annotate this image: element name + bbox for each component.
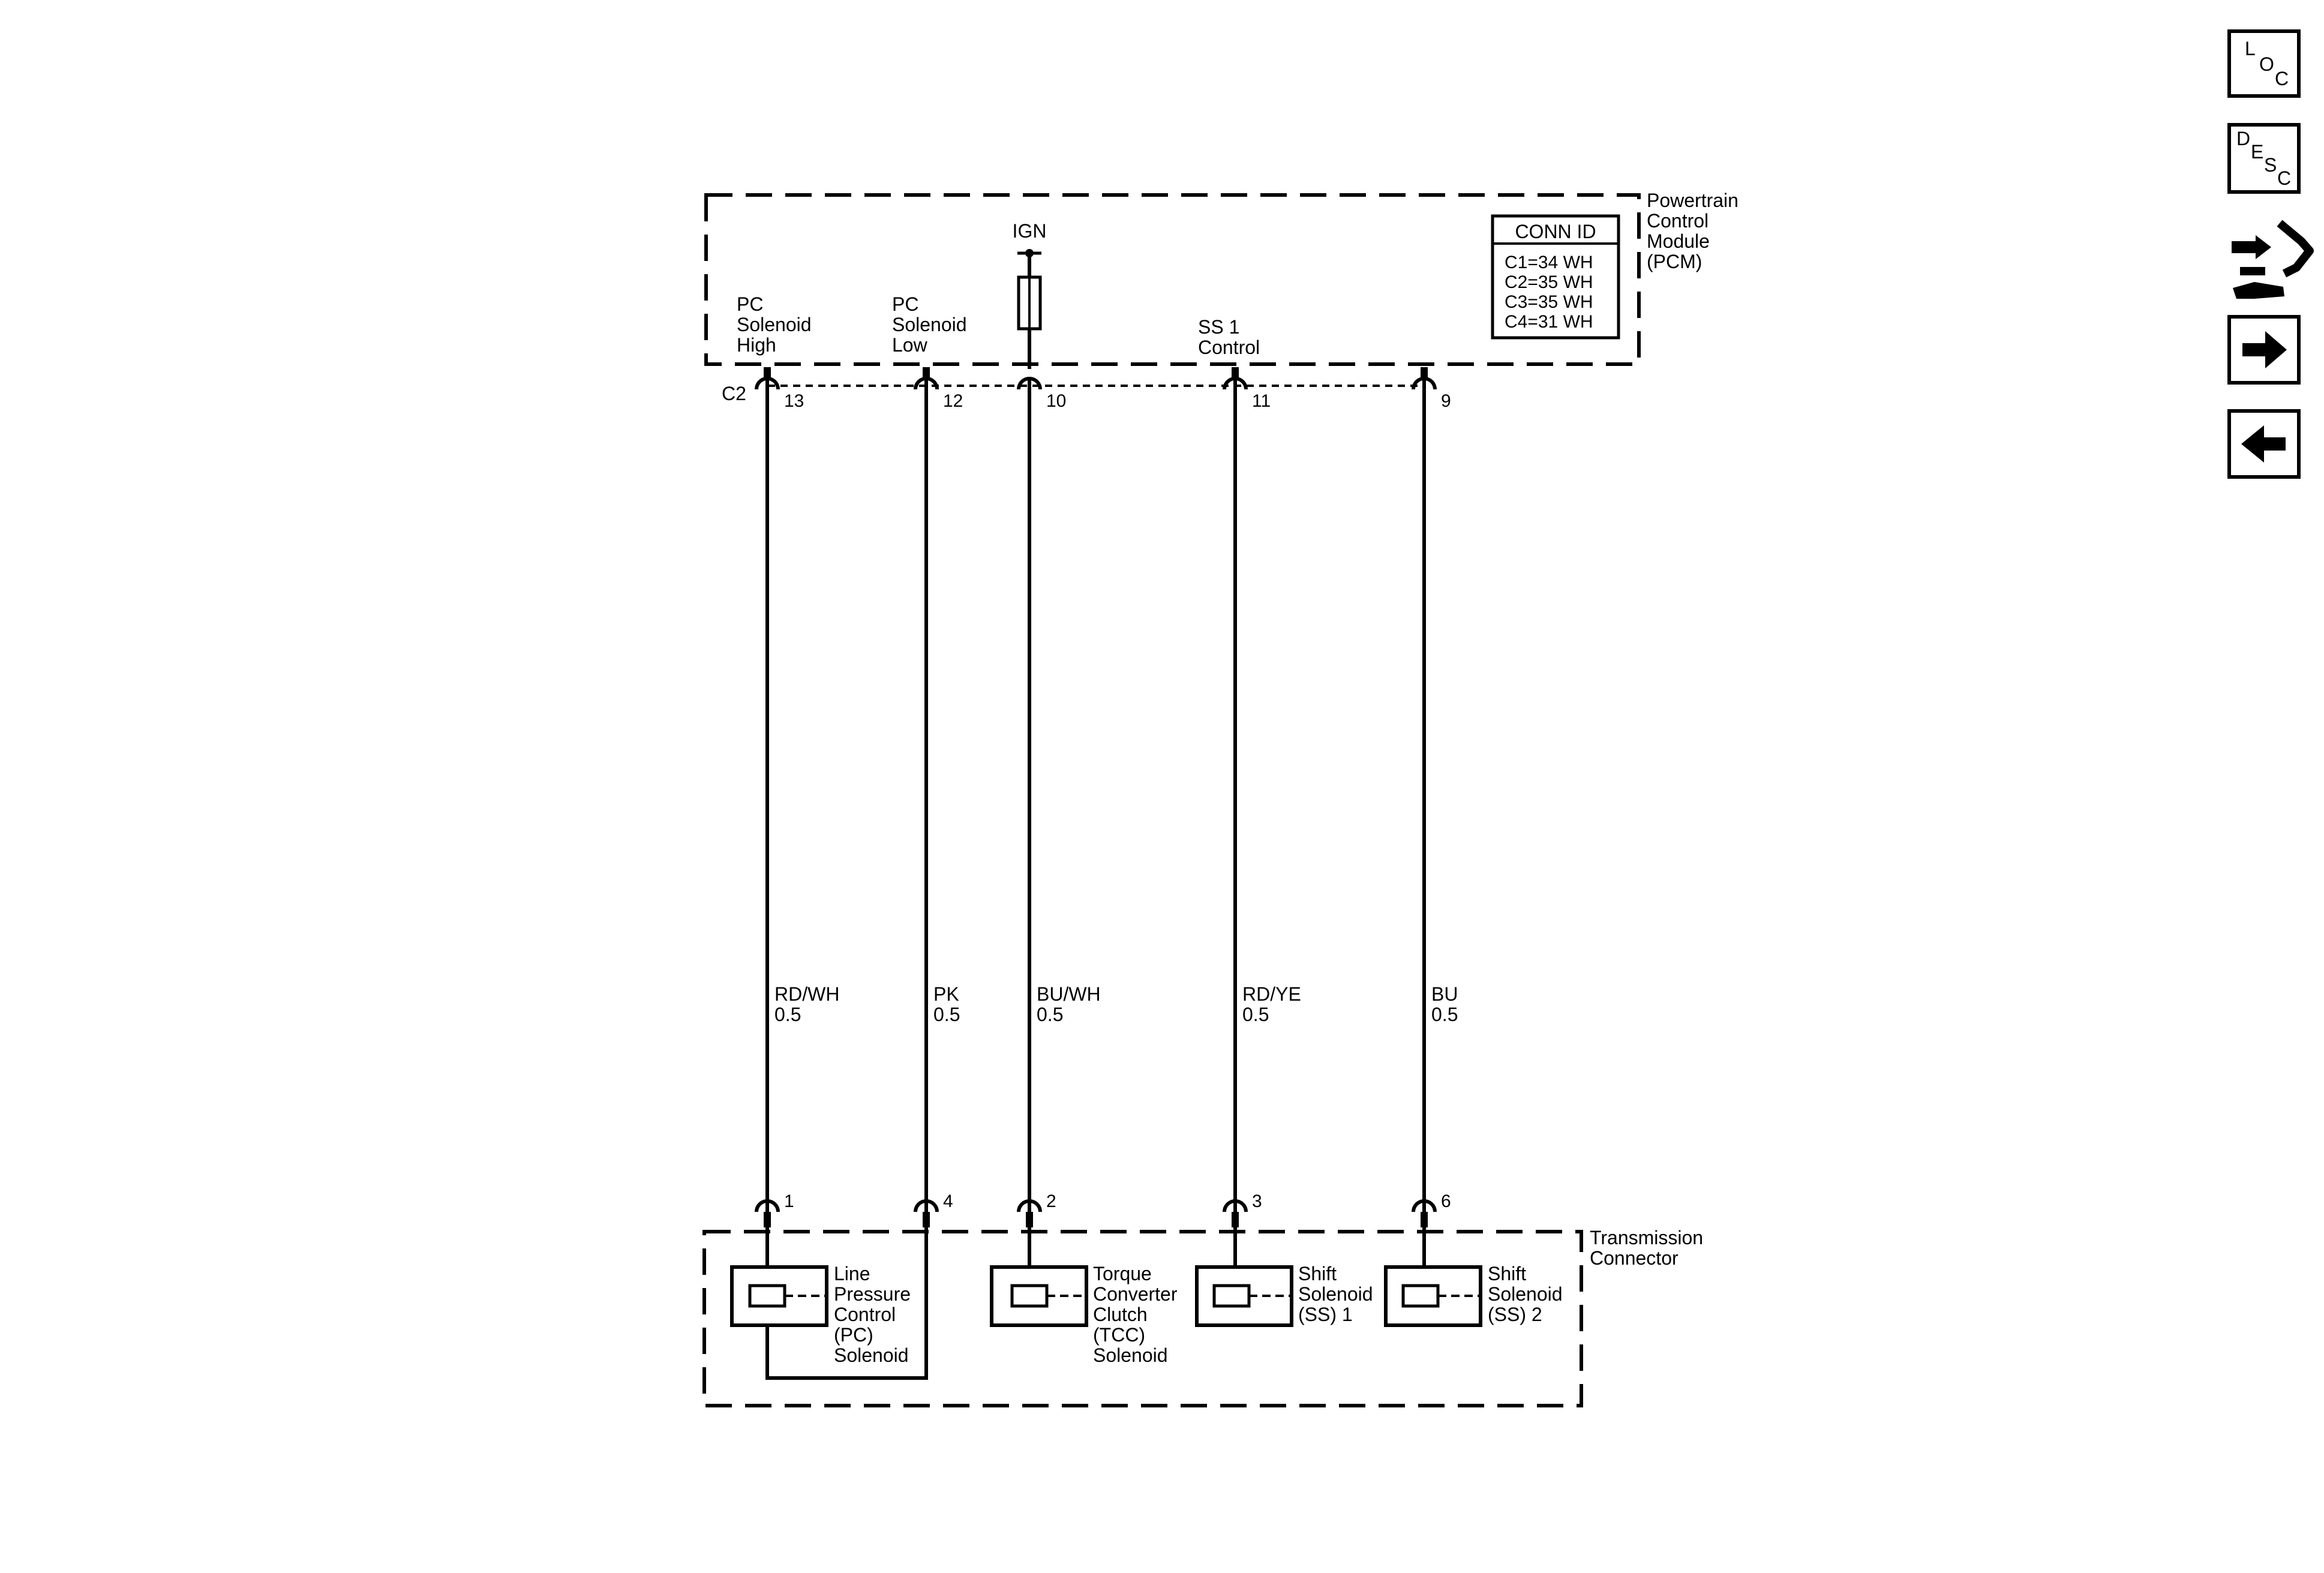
transmission-connector: Transmission Connector Line Pressure Con… — [702, 1227, 1709, 1407]
pcm-boundary — [704, 193, 1641, 366]
solenoid-label: Shift Solenoid (SS) 1 — [1298, 1263, 1378, 1325]
loc-button[interactable]: L O C — [2227, 29, 2301, 98]
pcm-pin-number: 10 — [1046, 391, 1066, 411]
conn-id-table: CONN ID C1=34 WH C2=35 WH C3=35 WH C4=31… — [1491, 214, 1620, 340]
pcm-pin-socket — [1412, 377, 1437, 390]
conn-id-row: C1=34 WH — [1505, 253, 1593, 272]
transmission-pin-socket — [1017, 1199, 1042, 1212]
transmission-pin-number: 4 — [943, 1191, 953, 1211]
svg-text:E: E — [2251, 141, 2263, 163]
svg-text:C: C — [2277, 167, 2291, 189]
connector-end-view-icon[interactable] — [2232, 220, 2314, 299]
wire-gauge: 0.5 — [1242, 1004, 1269, 1025]
pin-label-pc-solenoid-high: PC Solenoid High — [737, 293, 816, 356]
pcm-pin-socket — [914, 377, 939, 390]
solenoid-ss2: Shift Solenoid (SS) 2 — [1384, 1263, 1568, 1327]
next-arrow-icon[interactable] — [2227, 315, 2301, 385]
pcm-pin-number: 12 — [943, 391, 963, 411]
solenoid-ss1: Shift Solenoid (SS) 1 — [1195, 1263, 1378, 1327]
pcm-label-line: Powertrain — [1647, 190, 1739, 211]
wire-color: RD/YE — [1242, 983, 1301, 1005]
pcm-pin-number: 9 — [1441, 391, 1451, 411]
wire-gauge: 0.5 — [1037, 1004, 1063, 1025]
wire-color: RD/WH — [774, 983, 839, 1005]
pcm-connector-id: C2 — [722, 383, 746, 404]
conn-id-row: C4=31 WH — [1505, 312, 1593, 332]
ign-label: IGN — [1013, 220, 1047, 242]
pcm-module: Powertrain Control Module (PCM) CONN ID … — [704, 190, 1744, 404]
wire-color: BU — [1431, 983, 1458, 1005]
pcm-pin-number: 13 — [784, 391, 804, 411]
svg-text:O: O — [2259, 53, 2274, 75]
desc-button[interactable]: D E S C — [2227, 123, 2301, 194]
pcm-label-line: Module — [1647, 230, 1710, 252]
wire-color: BU/WH — [1037, 983, 1101, 1005]
svg-text:S: S — [2264, 154, 2277, 176]
solenoid-label: Torque Converter Clutch (TCC) Solenoid — [1093, 1263, 1182, 1366]
svg-text:Powertrain Control: Powertrain Control Module (PCM) — [1647, 190, 1744, 272]
solenoid-tcc: Torque Converter Clutch (TCC) Solenoid — [990, 1263, 1182, 1366]
solenoid-label: Line Pressure Control (PC) Solenoid — [834, 1263, 916, 1366]
pin-label-ss1-control: SS 1 Control — [1198, 316, 1260, 358]
solenoid-line-pressure-control: Line Pressure Control (PC) Solenoid — [730, 1227, 928, 1380]
transmission-pin-number: 3 — [1252, 1191, 1262, 1211]
previous-arrow-icon[interactable] — [2227, 409, 2301, 479]
solenoid-label: Shift Solenoid (SS) 2 — [1488, 1263, 1568, 1325]
conn-id-row: C2=35 WH — [1505, 272, 1593, 292]
pcm-pin-number: 11 — [1252, 391, 1271, 411]
transmission-label-line: Transmission — [1590, 1227, 1703, 1248]
transmission-pin-socket — [914, 1199, 939, 1212]
transmission-pin-socket — [755, 1199, 780, 1212]
svg-text:C: C — [2275, 68, 2289, 89]
pcm-label-line: Control — [1647, 210, 1709, 232]
wire-gauge: 0.5 — [774, 1004, 801, 1025]
svg-text:L: L — [2245, 38, 2256, 59]
conn-id-row: C3=35 WH — [1505, 292, 1593, 312]
svg-text:D: D — [2236, 128, 2250, 149]
conn-id-header: CONN ID — [1515, 221, 1596, 242]
pcm-pin-socket — [1223, 377, 1248, 390]
wire-circuits: 13RD/WH0.5112PK0.5410BU/WH0.5211RD/YE0.5… — [755, 367, 1458, 1267]
transmission-pin-number: 6 — [1441, 1191, 1451, 1211]
transmission-pin-number: 1 — [784, 1191, 794, 1211]
wire-color: PK — [933, 983, 959, 1005]
pcm-label-line: (PCM) — [1647, 251, 1702, 272]
wire-gauge: 0.5 — [933, 1004, 960, 1025]
transmission-pin-number: 2 — [1046, 1191, 1056, 1211]
transmission-label-line: Connector — [1590, 1247, 1679, 1269]
transmission-pin-socket — [1223, 1199, 1248, 1212]
wire-gauge: 0.5 — [1431, 1004, 1458, 1025]
svg-text:Transmission Connector: Transmission Connector — [1590, 1227, 1709, 1269]
nav-toolbar: L O C D E S C — [2227, 29, 2314, 479]
pcm-pin-socket — [1017, 377, 1042, 390]
pcm-pin-socket — [755, 377, 780, 390]
ign-fuse: IGN — [1013, 220, 1047, 369]
pin-label-pc-solenoid-low: PC Solenoid Low — [892, 293, 972, 356]
transmission-boundary — [702, 1230, 1583, 1407]
transmission-pin-socket — [1412, 1199, 1437, 1212]
